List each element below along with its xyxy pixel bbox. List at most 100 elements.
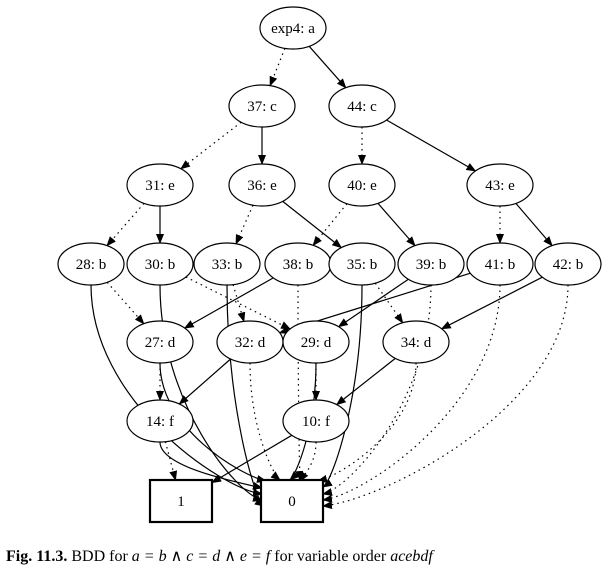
node-n41: 41: b bbox=[466, 242, 534, 286]
node-ellipse-n41 bbox=[466, 242, 534, 286]
node-n10: 10: f bbox=[282, 399, 350, 443]
node-n30: 30: b bbox=[126, 242, 194, 286]
edge-n44-to-n43-solid bbox=[386, 119, 477, 172]
node-n35: 35: b bbox=[328, 242, 396, 286]
node-label-n39: 39: b bbox=[416, 257, 446, 273]
node-label-n30: 30: b bbox=[145, 257, 175, 273]
node-n37: 37: c bbox=[228, 84, 296, 128]
node-label-n31: 31: e bbox=[145, 178, 175, 194]
caption-order: acebdf bbox=[390, 548, 433, 565]
node-label-n14: 14: f bbox=[146, 414, 174, 430]
caption-formula: a = b ∧ c = d ∧ e = f bbox=[131, 548, 271, 565]
node-label-n10: 10: f bbox=[302, 414, 330, 430]
node-n43: 43: e bbox=[466, 163, 534, 207]
node-n36: 36: e bbox=[228, 163, 296, 207]
node-ellipse-n37 bbox=[228, 84, 296, 128]
node-label-n40: 40: e bbox=[347, 178, 377, 194]
node-ellipse-n33 bbox=[193, 242, 261, 286]
nodes-layer: exp4: a 37: c 44: c 31: e 36: e 40: e 43: e 28:… bbox=[57, 6, 602, 524]
edge-n38-to-t0-dotted bbox=[295, 284, 304, 481]
node-label-n35: 35: b bbox=[347, 257, 377, 273]
node-ellipse-n29 bbox=[282, 320, 350, 364]
edge-n41-to-t0-dotted bbox=[322, 284, 501, 503]
caption-label: Fig. 11.3. bbox=[6, 548, 68, 565]
edge-n42-to-t0-dotted bbox=[322, 284, 569, 510]
node-label-n32: 32: d bbox=[235, 335, 266, 351]
node-label-n29: 29: d bbox=[301, 335, 332, 351]
node-ellipse-exp4 bbox=[259, 6, 327, 50]
edge-n32-to-n14-solid bbox=[178, 358, 231, 405]
node-n27: 27: d bbox=[126, 320, 194, 364]
node-ellipse-n31 bbox=[126, 163, 194, 207]
edge-n28-to-t0-solid bbox=[90, 284, 263, 497]
caption-prefix: BDD for bbox=[71, 548, 128, 565]
node-label-n44: 44: c bbox=[347, 99, 377, 115]
terminal-box-t0 bbox=[259, 478, 325, 524]
node-n42: 42: b bbox=[534, 242, 602, 286]
node-ellipse-n44 bbox=[328, 84, 396, 128]
figure-caption: Fig. 11.3. BDD for a = b ∧ c = d ∧ e = f… bbox=[6, 546, 602, 566]
node-label-exp4: exp4: a bbox=[271, 21, 315, 37]
node-ellipse-n42 bbox=[534, 242, 602, 286]
node-ellipse-n10 bbox=[282, 399, 350, 443]
edge-n10-to-t0-dotted bbox=[299, 441, 317, 482]
node-n44: 44: c bbox=[328, 84, 396, 128]
bdd-diagram: exp4: a 37: c 44: c 31: e 36: e 40: e 43: e 28:… bbox=[57, 6, 602, 524]
edge-n39-to-t0-dotted bbox=[322, 284, 432, 496]
node-label-n33: 33: b bbox=[212, 257, 242, 273]
node-label-n42: 42: b bbox=[553, 257, 583, 273]
node-label-n27: 27: d bbox=[145, 335, 176, 351]
node-n39: 39: b bbox=[397, 242, 465, 286]
edge-n35-to-n34-dotted bbox=[374, 282, 404, 324]
node-n31: 31: e bbox=[126, 163, 194, 207]
terminal-box-t1 bbox=[148, 478, 214, 524]
edge-n14-to-t0-solid bbox=[159, 441, 263, 490]
node-n32: 32: d bbox=[216, 320, 284, 364]
edge-n14-to-t1-dotted bbox=[164, 441, 178, 481]
edge-n34-to-t0-dotted bbox=[317, 362, 417, 483]
edge-n36-to-n35-solid bbox=[282, 200, 343, 249]
node-ellipse-n35 bbox=[328, 242, 396, 286]
node-label-n34: 34: d bbox=[401, 335, 432, 351]
edge-n31-to-n28-dotted bbox=[106, 203, 145, 247]
edge-n28-to-n27-dotted bbox=[106, 281, 145, 325]
node-n34: 34: d bbox=[382, 320, 450, 364]
edge-n34-to-n10-solid bbox=[335, 357, 396, 406]
edge-n40-to-n39-solid bbox=[377, 203, 416, 247]
edge-n42-to-n34-solid bbox=[440, 276, 543, 330]
node-ellipse-n36 bbox=[228, 163, 296, 207]
node-ellipse-n39 bbox=[397, 242, 465, 286]
node-ellipse-n43 bbox=[466, 163, 534, 207]
edge-n36-to-n33-dotted bbox=[235, 204, 254, 245]
edge-n29-to-t0-solid bbox=[289, 362, 317, 481]
edge-n27-to-t0-solid bbox=[159, 362, 267, 483]
node-ellipse-n27 bbox=[126, 320, 194, 364]
edge-n32-to-t0-dotted bbox=[249, 362, 281, 481]
node-ellipse-n14 bbox=[126, 399, 194, 443]
edge-n30-to-t0-solid bbox=[159, 284, 263, 502]
edge-exp4-to-n37-dotted bbox=[269, 48, 286, 87]
node-label-n36: 36: e bbox=[247, 178, 277, 194]
node-label-n41: 41: b bbox=[485, 257, 515, 273]
edge-n30-to-n29-dotted bbox=[185, 276, 291, 330]
edge-n38-to-n27-solid bbox=[183, 277, 274, 329]
node-ellipse-n34 bbox=[382, 320, 450, 364]
node-n40: 40: e bbox=[328, 163, 396, 207]
edges-layer bbox=[90, 45, 569, 510]
node-label-t1: 1 bbox=[177, 494, 185, 510]
node-n14: 14: f bbox=[126, 399, 194, 443]
node-ellipse-n30 bbox=[126, 242, 194, 286]
node-ellipse-n40 bbox=[328, 163, 396, 207]
node-n28: 28: b bbox=[57, 242, 125, 286]
node-exp4: exp4: a bbox=[259, 6, 327, 50]
edge-n33-to-n32-dotted bbox=[232, 284, 246, 323]
node-n38: 38: b bbox=[264, 242, 332, 286]
edge-n43-to-n42-solid bbox=[515, 203, 553, 247]
node-t0: 0 bbox=[259, 478, 325, 524]
edge-n40-to-n38-dotted bbox=[312, 203, 348, 247]
node-label-t0: 0 bbox=[288, 494, 296, 510]
edge-n37-to-n31-dotted bbox=[180, 121, 242, 170]
node-ellipse-n28 bbox=[57, 242, 125, 286]
node-label-n38: 38: b bbox=[283, 257, 313, 273]
node-t1: 1 bbox=[148, 478, 214, 524]
